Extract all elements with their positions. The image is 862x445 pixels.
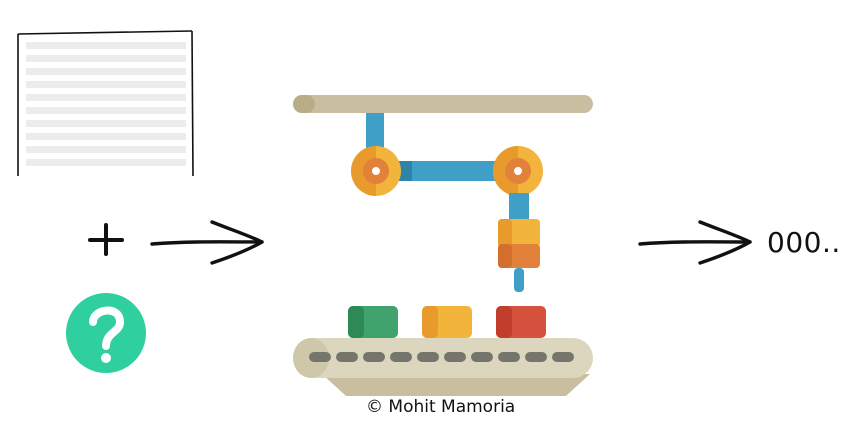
copyright-credit: © Mohit Mamoria <box>366 397 516 417</box>
plus-icon <box>88 223 124 256</box>
question-icon <box>66 293 146 373</box>
output-label: 000.. <box>767 226 841 259</box>
robotic-arm-assembly-line-icon <box>293 95 593 396</box>
document-lines-icon <box>17 30 194 177</box>
arrow-right-icon <box>150 220 264 265</box>
arrow-right-icon <box>638 220 752 265</box>
